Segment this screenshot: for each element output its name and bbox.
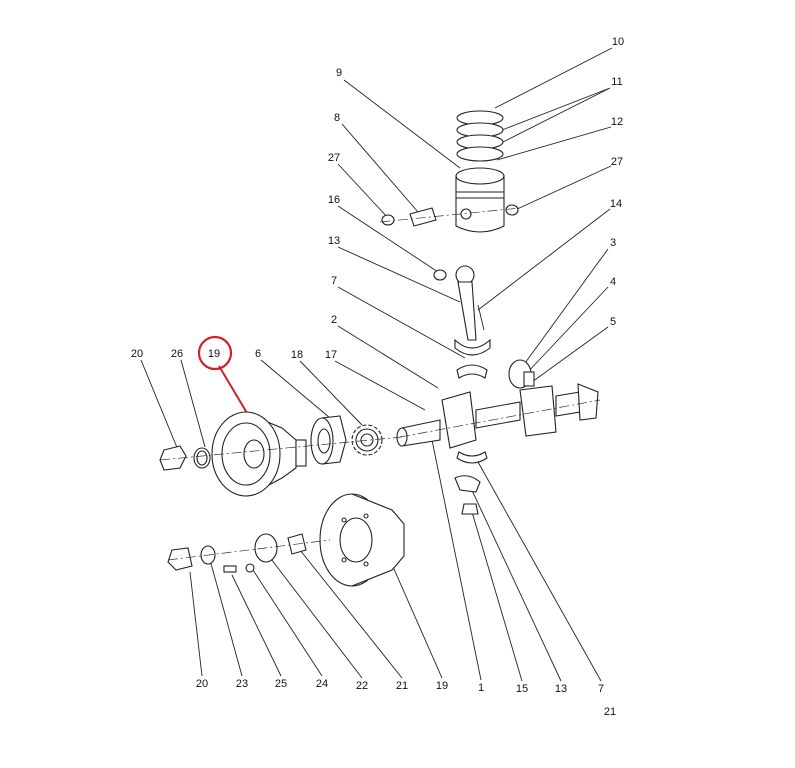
nut-and-washer <box>159 445 211 471</box>
label-20-bottom: 20 <box>196 678 208 690</box>
label-9: 9 <box>336 67 342 79</box>
label-27-left: 27 <box>328 152 340 164</box>
label-16: 16 <box>328 194 340 206</box>
label-21-bottom: 21 <box>396 680 408 692</box>
highlight-circle <box>197 335 233 371</box>
label-13-top: 13 <box>328 235 340 247</box>
label-26: 26 <box>171 348 183 360</box>
highlight-leader-line <box>218 365 251 419</box>
label-23: 23 <box>236 678 248 690</box>
label-8: 8 <box>334 112 340 124</box>
label-18: 18 <box>291 349 303 361</box>
label-20-top: 20 <box>131 348 143 360</box>
label-4: 4 <box>610 276 616 288</box>
label-15: 15 <box>516 683 528 695</box>
piston <box>455 167 505 233</box>
label-13-bottom: 13 <box>555 683 567 695</box>
label-19-bottom: 19 <box>436 680 448 692</box>
leader-lines <box>140 47 613 682</box>
piston-rings <box>456 110 504 162</box>
label-19-highlighted: 19 <box>208 348 220 360</box>
label-10: 10 <box>612 36 624 48</box>
parts <box>159 110 601 587</box>
label-1: 1 <box>478 682 484 694</box>
label-7-bottom: 7 <box>598 683 604 695</box>
label-11: 11 <box>611 76 622 88</box>
hub-flange <box>319 493 405 587</box>
page-number-21: 21 <box>604 706 616 718</box>
lower-small-parts <box>167 533 331 573</box>
label-12: 12 <box>611 116 623 128</box>
part-labels: 10 9 11 8 12 27 27 16 14 13 3 7 4 2 5 20… <box>131 36 624 718</box>
label-7-top: 7 <box>331 275 337 287</box>
label-25: 25 <box>275 678 287 690</box>
label-2: 2 <box>331 314 337 326</box>
label-14: 14 <box>610 198 622 210</box>
dust-cover <box>454 475 481 515</box>
label-24: 24 <box>316 678 328 690</box>
thrust-washers <box>508 359 535 389</box>
label-27-right: 27 <box>611 156 623 168</box>
connecting-rod <box>433 265 491 356</box>
label-6: 6 <box>255 348 261 360</box>
bearing-shell-upper <box>456 364 488 379</box>
bearing-shell-lower <box>456 451 488 464</box>
pulley <box>211 411 307 497</box>
label-3: 3 <box>610 237 616 249</box>
label-17: 17 <box>325 349 337 361</box>
spacer <box>310 415 347 465</box>
label-5: 5 <box>610 316 616 328</box>
label-22: 22 <box>356 680 368 692</box>
piston-pin <box>379 204 521 227</box>
crankshaft <box>396 383 601 449</box>
